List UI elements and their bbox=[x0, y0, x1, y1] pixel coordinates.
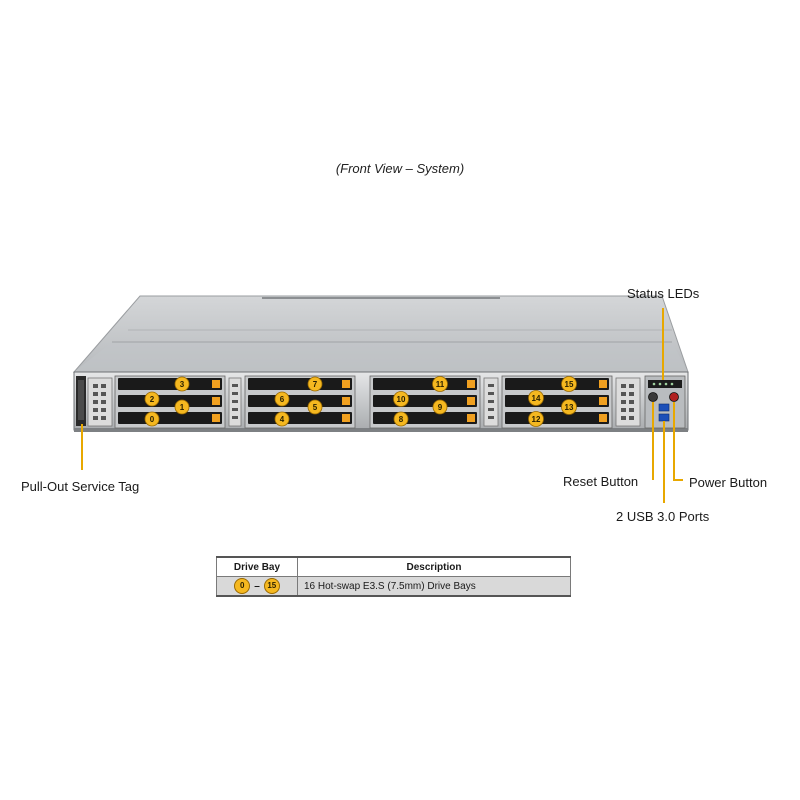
vent-mid-2 bbox=[483, 377, 499, 427]
drive-bay-slot[interactable] bbox=[505, 412, 609, 424]
vent-left bbox=[87, 377, 113, 427]
caption: (Front View – System) bbox=[335, 161, 465, 176]
drive-bay-badge: 10 bbox=[393, 391, 409, 407]
bay-badge-start: 0 bbox=[234, 578, 251, 594]
svg-text:10: 10 bbox=[397, 395, 406, 404]
usb-port[interactable] bbox=[658, 403, 670, 412]
usb-port[interactable] bbox=[658, 413, 670, 422]
range-separator: – bbox=[254, 580, 260, 592]
drive-bay-slot[interactable] bbox=[505, 395, 609, 407]
legend-header-row: Drive Bay Description bbox=[216, 556, 571, 577]
bay-badge-end: 15 bbox=[263, 578, 280, 594]
svg-text:9: 9 bbox=[438, 403, 443, 412]
drive-group-1: 3 2 1 0 bbox=[114, 375, 226, 429]
drive-bay-slot[interactable] bbox=[248, 378, 352, 390]
drive-bay-badge: 2 bbox=[144, 391, 160, 407]
drive-bay-badge: 1 bbox=[174, 399, 190, 415]
svg-text:11: 11 bbox=[436, 380, 445, 389]
drive-bay-badge: 4 bbox=[274, 411, 290, 427]
callout-lines bbox=[81, 308, 683, 503]
svg-text:7: 7 bbox=[313, 380, 318, 389]
svg-text:3: 3 bbox=[180, 380, 185, 389]
pull-out-service-tag[interactable] bbox=[76, 376, 86, 426]
drive-bay-badge: 3 bbox=[174, 376, 190, 392]
legend-row: 0–15 16 Hot-swap E3.S (7.5mm) Drive Bays bbox=[216, 576, 571, 597]
drive-bay-slot[interactable] bbox=[248, 412, 352, 424]
power-button-label: Power Button bbox=[689, 475, 768, 490]
drive-bay-slot[interactable] bbox=[248, 395, 352, 407]
svg-text:6: 6 bbox=[280, 395, 285, 404]
svg-text:8: 8 bbox=[399, 415, 404, 424]
vent-right bbox=[615, 377, 641, 427]
drive-bay-badge: 7 bbox=[307, 376, 323, 392]
drive-bay-slot[interactable] bbox=[373, 395, 477, 407]
pull-out-service-tag-label: Pull-Out Service Tag bbox=[21, 479, 140, 494]
drive-bay-badge: 8 bbox=[393, 411, 409, 427]
drive-bay-badge: 0 bbox=[144, 411, 160, 427]
drive-group-3: 11 10 9 8 bbox=[369, 375, 481, 429]
drive-bay-badge: 5 bbox=[307, 399, 323, 415]
drive-bay-badge: 13 bbox=[561, 399, 577, 415]
drive-bay-badge: 11 bbox=[432, 376, 448, 392]
usb-ports-label: 2 USB 3.0 Ports bbox=[616, 509, 710, 524]
status-leds-label: Status LEDs bbox=[627, 286, 700, 301]
drive-bay-badge: 12 bbox=[528, 411, 544, 427]
svg-text:14: 14 bbox=[532, 394, 541, 403]
drive-bay-legend-table: Drive Bay Description 0–15 16 Hot-swap E… bbox=[216, 556, 571, 597]
drive-bay-slot[interactable] bbox=[505, 378, 609, 390]
drive-group-4: 15 14 13 12 bbox=[501, 375, 613, 429]
legend-header-description: Description bbox=[297, 556, 571, 577]
legend-drive-bay-range: 0–15 bbox=[216, 576, 298, 597]
chassis-top bbox=[72, 295, 689, 373]
drive-bay-badge: 15 bbox=[561, 376, 577, 392]
drive-bay-slot[interactable] bbox=[373, 378, 477, 390]
control-panel bbox=[644, 375, 686, 429]
svg-text:12: 12 bbox=[532, 415, 541, 424]
drive-bay-badge: 14 bbox=[528, 390, 544, 406]
drive-bay-badge: 9 bbox=[432, 399, 448, 415]
svg-text:15: 15 bbox=[565, 380, 574, 389]
legend-header-drive-bay: Drive Bay bbox=[216, 556, 298, 577]
reset-button[interactable] bbox=[648, 392, 658, 402]
svg-text:0: 0 bbox=[150, 415, 155, 424]
reset-button-label: Reset Button bbox=[563, 474, 639, 489]
svg-text:5: 5 bbox=[313, 403, 318, 412]
server-front-view: 3 2 1 0 7 6 5 bbox=[72, 295, 689, 503]
svg-text:4: 4 bbox=[280, 415, 285, 424]
legend-description: 16 Hot-swap E3.S (7.5mm) Drive Bays bbox=[297, 576, 571, 597]
drive-bay-slot[interactable] bbox=[118, 412, 222, 424]
drive-bay-badge: 6 bbox=[274, 391, 290, 407]
power-button[interactable] bbox=[669, 392, 679, 402]
drive-bay-slot[interactable] bbox=[373, 412, 477, 424]
vent-mid-1 bbox=[228, 377, 242, 427]
drive-bay-slot[interactable] bbox=[118, 395, 222, 407]
svg-text:2: 2 bbox=[150, 395, 155, 404]
drive-bay-slot[interactable] bbox=[118, 378, 222, 390]
svg-text:1: 1 bbox=[180, 403, 185, 412]
svg-text:13: 13 bbox=[565, 403, 574, 412]
drive-group-2: 7 6 5 4 bbox=[244, 375, 356, 429]
